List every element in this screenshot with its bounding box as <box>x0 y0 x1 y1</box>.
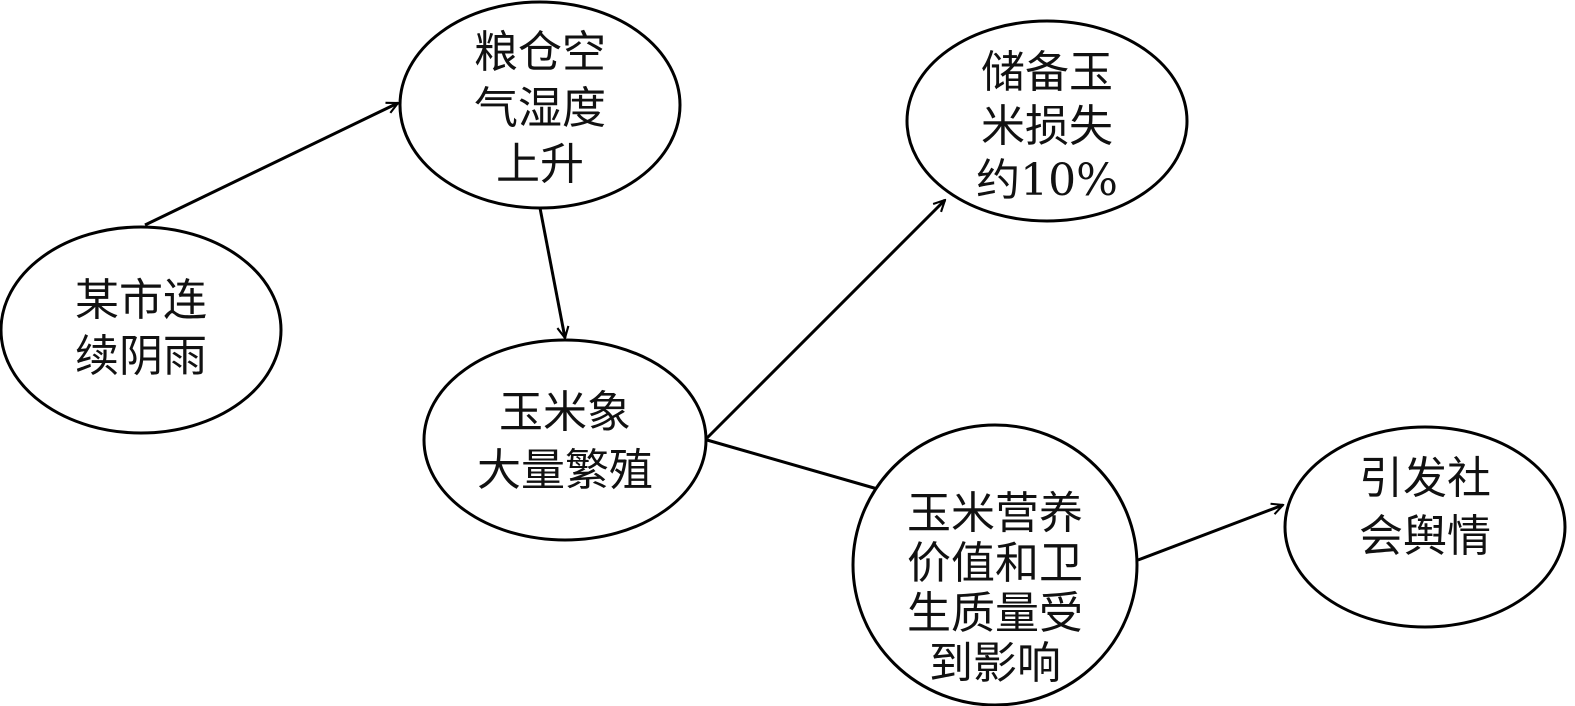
node-label-line: 生质量受 <box>907 588 1083 639</box>
node-label-line: 玉米营养 <box>907 488 1083 539</box>
node-ellipse <box>851 423 1139 706</box>
node-label-line: 约10% <box>976 155 1118 206</box>
node-label-line: 会舆情 <box>1359 511 1491 562</box>
node-label-line: 米损失 <box>981 101 1113 152</box>
node-label-line: 玉米象 <box>499 387 631 438</box>
arrow-weevil-breeding-to-corn-loss <box>705 200 945 440</box>
arrow-continuous-rain-to-granary-humidity <box>144 101 398 227</box>
node-ellipse <box>0 225 283 435</box>
node-label-line: 上升 <box>496 139 584 190</box>
node-ellipse <box>398 0 682 210</box>
node-ellipse <box>1283 425 1567 629</box>
node-label-line: 某市连 <box>75 275 207 326</box>
node-label-line: 粮仓空 <box>474 27 606 78</box>
node-ellipse <box>905 19 1189 223</box>
node-label-line: 续阴雨 <box>75 331 207 382</box>
node-label-line: 引发社 <box>1359 453 1491 504</box>
node-label-line: 价值和卫 <box>907 538 1083 589</box>
node-label-line: 气湿度 <box>474 83 606 134</box>
node-label-line: 储备玉 <box>981 47 1113 98</box>
node-ellipse <box>422 338 708 542</box>
arrow-quality-affected-to-public-opinion <box>1137 505 1283 562</box>
arrow-granary-humidity-to-weevil-breeding <box>538 207 565 338</box>
node-label-line: 到影响 <box>929 638 1061 689</box>
arrow-weevil-breeding-to-quality-affected <box>706 438 888 492</box>
node-label-line: 大量繁殖 <box>477 445 653 496</box>
